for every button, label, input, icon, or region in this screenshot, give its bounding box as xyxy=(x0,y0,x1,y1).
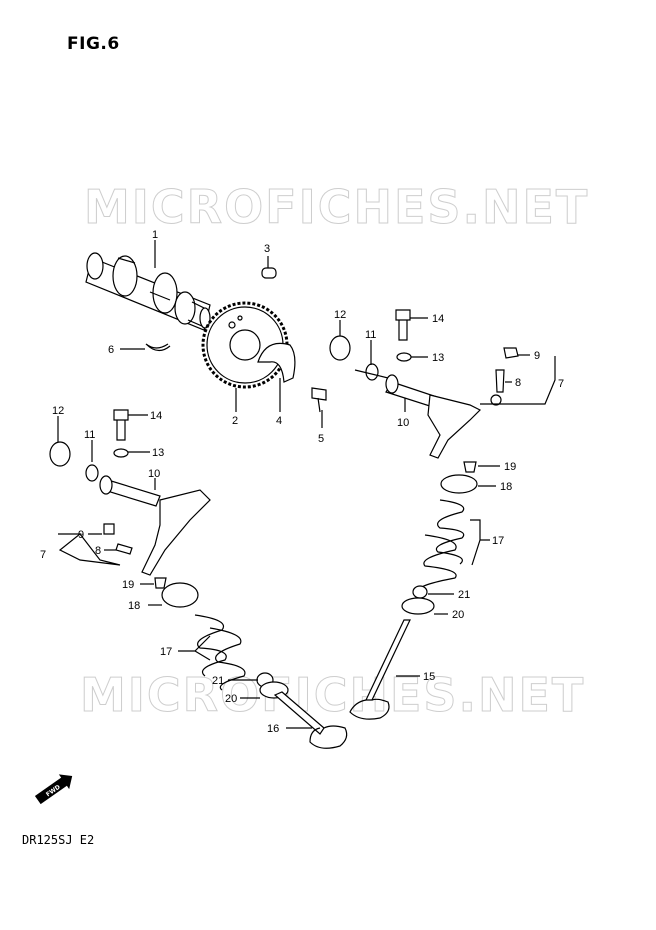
spring-retainer-right xyxy=(440,474,478,494)
callout-17-right: 17 xyxy=(492,535,504,547)
bolt-left xyxy=(113,409,129,441)
valve-cotter-left xyxy=(154,577,167,589)
washer-right xyxy=(329,335,351,361)
valve-cotter-right xyxy=(463,461,477,473)
washer-small-left xyxy=(113,448,129,458)
callout-10-left: 10 xyxy=(148,468,160,480)
exhaust-valve xyxy=(349,619,411,720)
o-ring-left xyxy=(85,464,99,482)
callout-17-left: 17 xyxy=(160,646,172,658)
callout-21-left: 21 xyxy=(212,675,224,687)
forward-arrow-icon: FWD xyxy=(34,774,73,805)
spring-seat-right xyxy=(401,597,435,615)
adjuster-screw-right xyxy=(495,369,505,393)
o-ring-right xyxy=(365,363,379,381)
valve-stem-seal-right xyxy=(412,585,428,599)
callout-6: 6 xyxy=(108,344,114,356)
callout-7-left: 7 xyxy=(40,549,46,561)
rocker-shaft-left xyxy=(99,475,161,507)
callout-2: 2 xyxy=(232,415,238,427)
model-code: DR125SJ E2 xyxy=(22,833,95,847)
callout-9-left: 9 xyxy=(78,529,84,541)
callout-9-right: 9 xyxy=(534,350,540,362)
callout-5: 5 xyxy=(318,433,324,445)
adjuster-screw-left xyxy=(115,543,133,555)
washer-left xyxy=(49,441,71,467)
callout-4: 4 xyxy=(276,415,282,427)
spring-retainer-left xyxy=(161,582,199,608)
callout-15: 15 xyxy=(423,671,435,683)
callout-11-left: 11 xyxy=(84,429,95,441)
sprocket-bolt xyxy=(311,387,327,413)
circlip xyxy=(145,343,171,352)
callout-18-right: 18 xyxy=(500,481,512,493)
adjuster-nut-left xyxy=(103,523,115,535)
callout-7-right: 7 xyxy=(558,378,564,390)
callout-14-right: 14 xyxy=(432,313,444,325)
callout-13-right: 13 xyxy=(432,352,444,364)
fwd-label: FWD xyxy=(45,784,62,799)
callout-11-right: 11 xyxy=(365,329,376,341)
watermark-bottom: MICROFICHES.NET xyxy=(79,668,586,723)
callout-labels: 1 2 3 4 5 6 7 7 8 8 9 9 10 10 11 11 12 1… xyxy=(40,229,564,735)
callout-19-left: 19 xyxy=(122,579,134,591)
valve-spring-right xyxy=(419,499,465,591)
cam-sprocket xyxy=(201,301,289,389)
cam-plate xyxy=(257,342,296,383)
callout-13-left: 13 xyxy=(152,447,164,459)
callout-8-right: 8 xyxy=(515,377,521,389)
callout-19-right: 19 xyxy=(504,461,516,473)
washer-small-right xyxy=(396,352,412,362)
callout-3: 3 xyxy=(264,243,270,255)
callout-14-left: 14 xyxy=(150,410,162,422)
adjuster-nut-right xyxy=(503,347,519,359)
bolt-right xyxy=(395,309,411,341)
callout-16: 16 xyxy=(267,723,279,735)
watermark-top: MICROFICHES.NET xyxy=(83,180,590,235)
callout-20-right: 20 xyxy=(452,609,464,621)
rocker-arm-left xyxy=(141,489,211,576)
callout-8-left: 8 xyxy=(95,545,101,557)
rocker-shaft-right xyxy=(354,369,441,409)
callout-20-left: 20 xyxy=(225,693,237,705)
callout-18-left: 18 xyxy=(128,600,140,612)
callout-10-right: 10 xyxy=(397,417,409,429)
callout-21-right: 21 xyxy=(458,589,470,601)
dowel-pin xyxy=(261,267,277,279)
figure-title: FIG.6 xyxy=(67,34,120,54)
rocker-arm-right xyxy=(427,394,502,459)
intake-valve xyxy=(273,691,348,749)
camshaft xyxy=(85,252,211,331)
callout-12-right: 12 xyxy=(334,309,346,321)
callout-1: 1 xyxy=(152,229,158,241)
callout-12-left: 12 xyxy=(52,405,64,417)
